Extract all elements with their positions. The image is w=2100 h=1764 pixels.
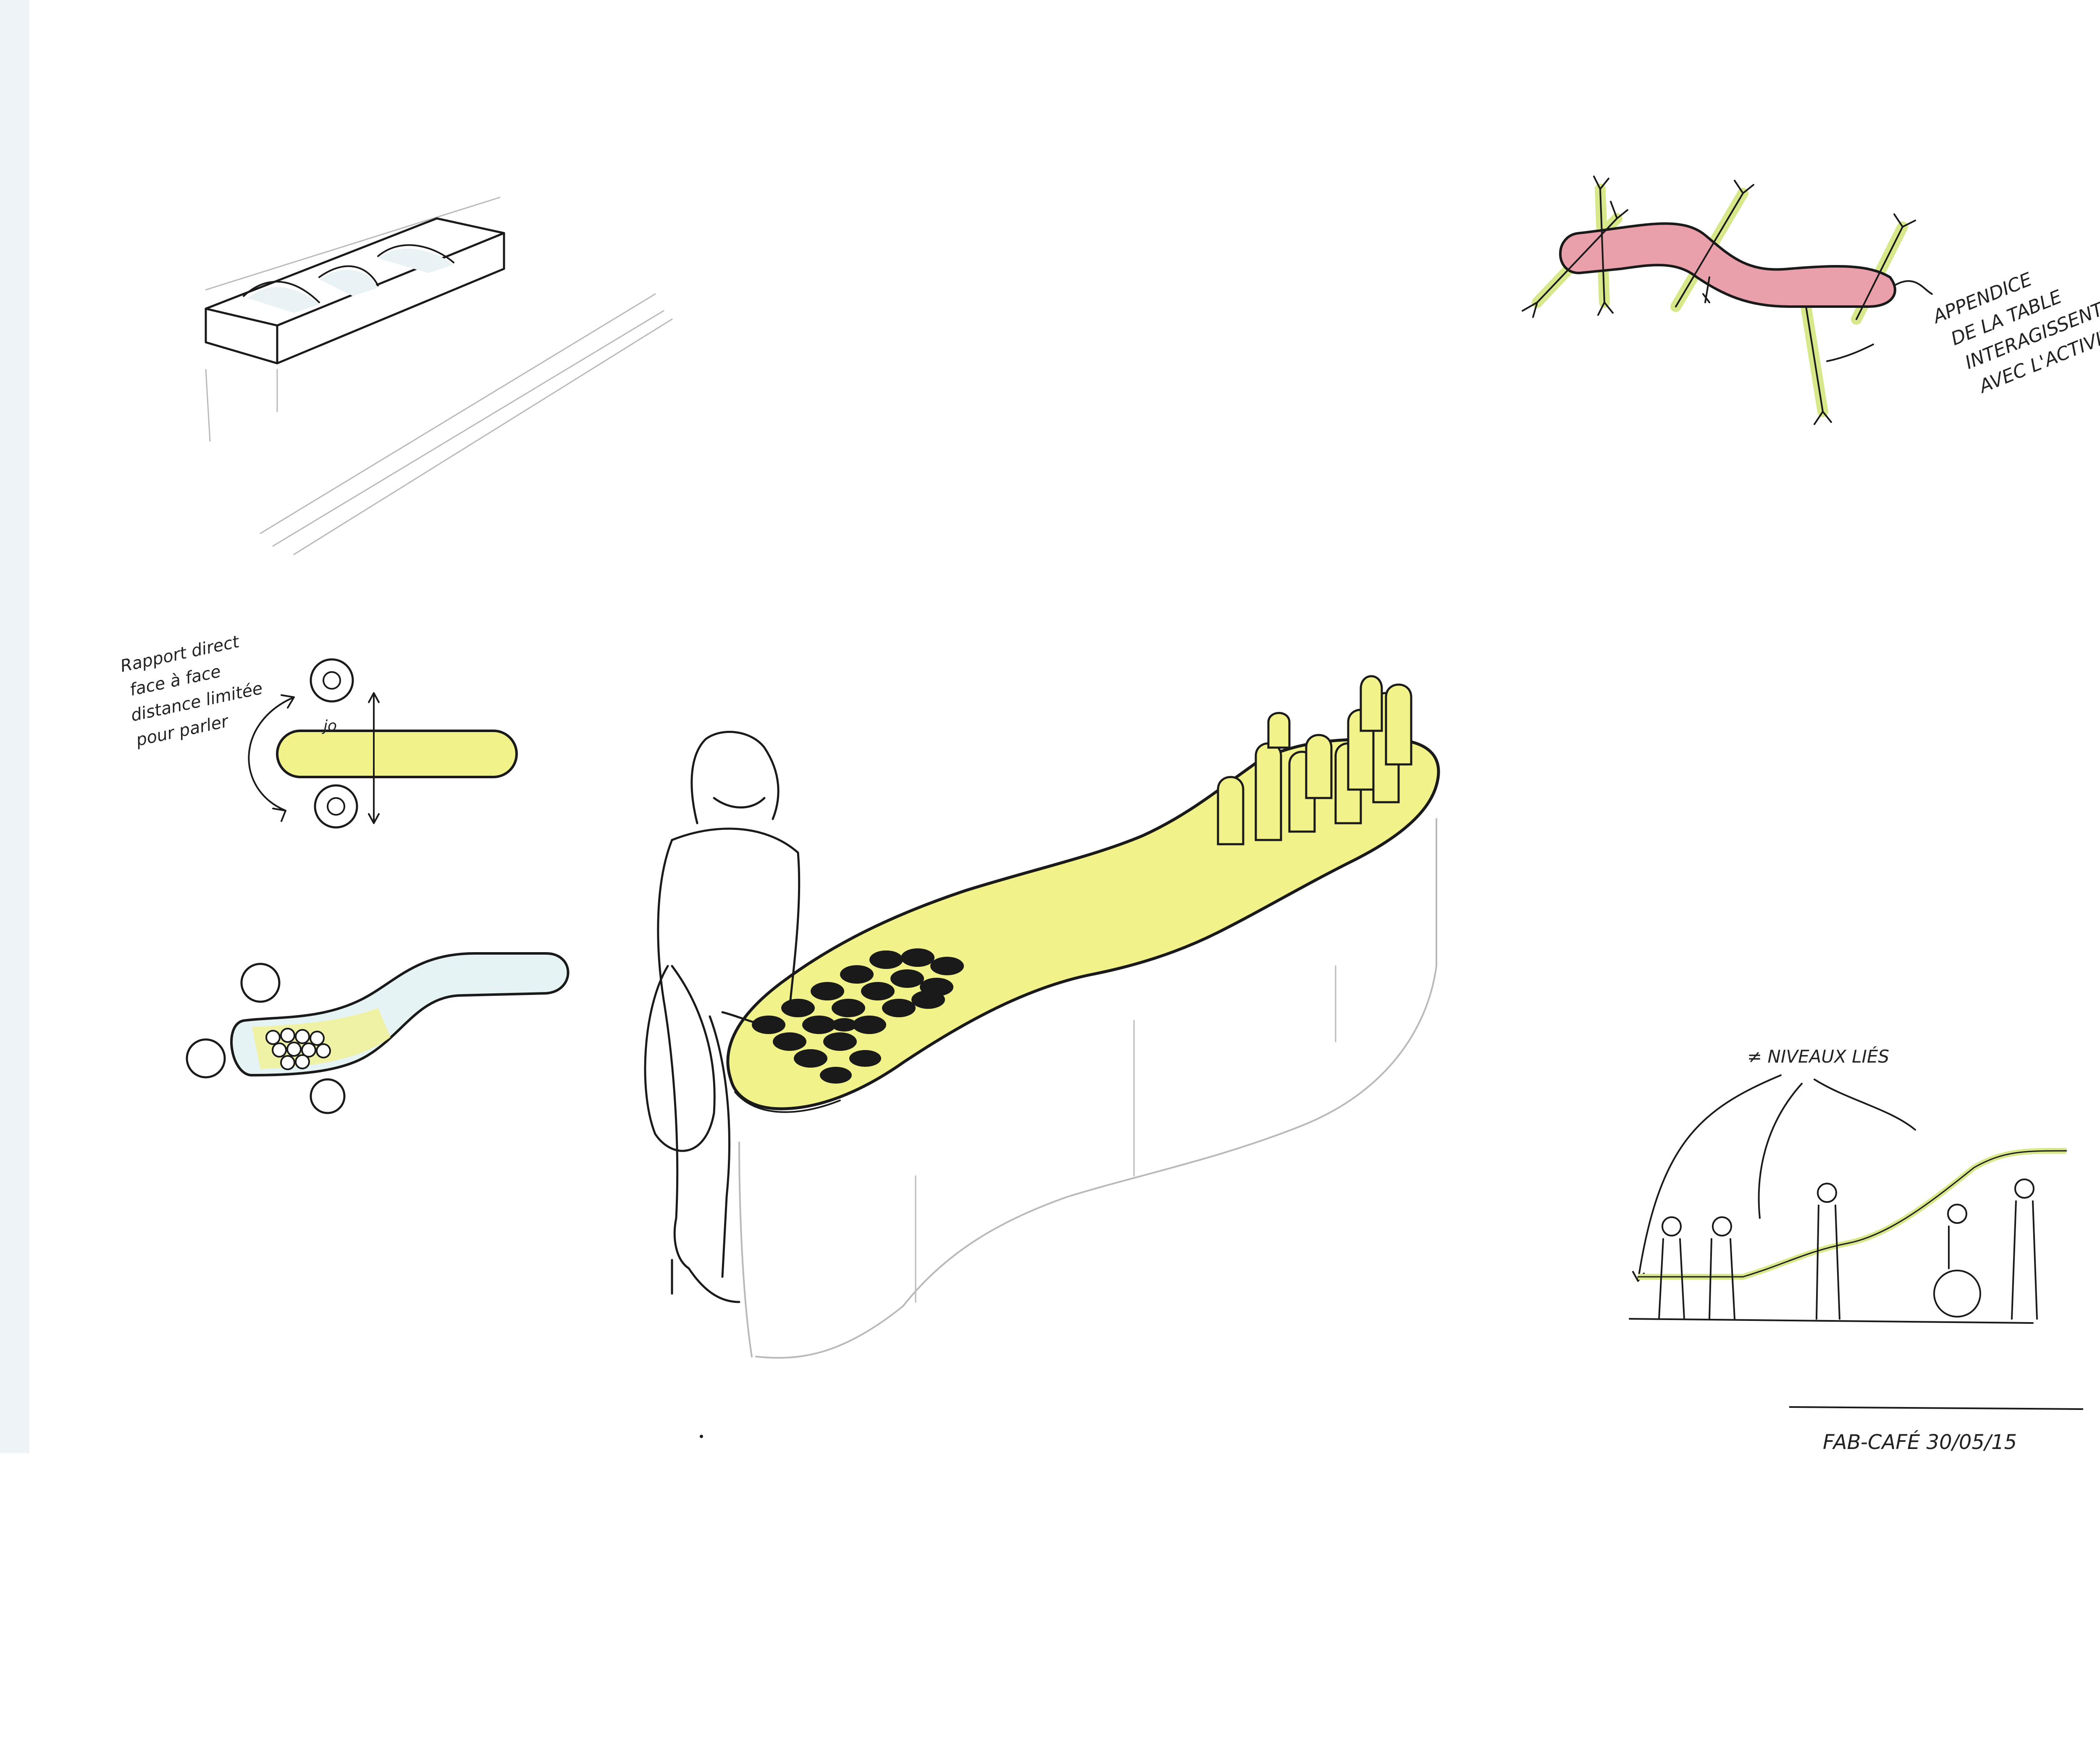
levels-annotation: ≠ NIVEAUX LIÉS xyxy=(1747,1046,1889,1067)
ball-cluster xyxy=(265,1028,331,1070)
small-label-jo: jo xyxy=(321,717,337,735)
signature-text: FAB-CAFÉ 30/05/15 xyxy=(1823,1430,2017,1454)
main-table-sketch xyxy=(726,675,1440,1359)
appendix-red-body xyxy=(1559,222,1896,308)
signature-line xyxy=(1789,1406,2084,1410)
face-to-face-table xyxy=(276,730,518,778)
level-people xyxy=(1658,1179,2038,1320)
face-to-face-annotation: Rapport direct face à face distance limi… xyxy=(119,632,265,750)
person-top-view-1 xyxy=(310,658,354,703)
bench-block-sketch xyxy=(205,197,673,555)
person-top-view-5 xyxy=(310,1078,346,1114)
face-to-face-line-1: Rapport direct xyxy=(119,632,242,676)
face-to-face-diagram: jo xyxy=(248,658,518,829)
table-holes xyxy=(752,948,964,1084)
person-top-view-2 xyxy=(314,784,358,829)
left-paper-strip xyxy=(0,0,29,1453)
appendix-annotation: APPENDICE DE LA TABLE INTERAGISSENT AVEC… xyxy=(1929,268,2100,398)
person-top-view-3 xyxy=(240,963,281,1003)
standing-person xyxy=(644,731,801,1303)
appendix-sketch xyxy=(1522,176,1933,425)
table-pegs xyxy=(1217,675,1412,845)
curved-table-top-view xyxy=(186,952,570,1114)
levels-sketch xyxy=(1629,1074,2067,1324)
person-top-view-4 xyxy=(186,1038,226,1079)
